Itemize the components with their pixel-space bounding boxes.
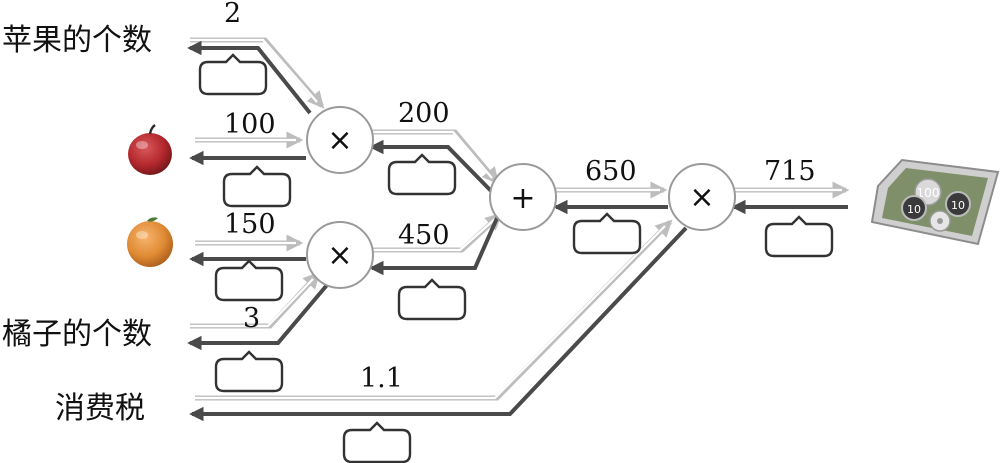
coin-label-1: 100 <box>917 186 940 200</box>
node-add-symbol: + <box>510 181 535 216</box>
value-result: 715 <box>764 156 816 187</box>
gradient-box-tax <box>342 421 412 463</box>
value-orange-total: 450 <box>398 220 450 251</box>
input-labels: 苹果的个数 橘子的个数 消费税 <box>2 23 152 426</box>
coin-label-3: 10 <box>951 199 965 212</box>
node-mul-orange-symbol: × <box>327 238 352 273</box>
node-mul-tax-symbol: × <box>689 180 714 215</box>
label-tax: 消费税 <box>55 391 145 426</box>
node-mul-apple-symbol: × <box>327 123 352 158</box>
gradient-boxes <box>198 53 834 463</box>
bwd-tax <box>189 226 688 422</box>
gradient-box-apple-count <box>198 53 268 96</box>
operator-nodes: × × + × <box>306 106 736 289</box>
node-mul-apple <box>306 106 374 174</box>
value-tax: 1.1 <box>360 363 403 394</box>
coin-label-2: 10 <box>907 203 921 216</box>
gradient-box-apple-price <box>222 165 292 208</box>
value-orange-price: 150 <box>224 209 276 240</box>
orange-icon <box>127 217 173 267</box>
gradient-box-orange-price <box>214 259 284 302</box>
apple-icon <box>128 124 172 175</box>
label-apple-count: 苹果的个数 <box>2 23 152 58</box>
gradient-box-orange-total <box>397 278 467 321</box>
node-mul-tax <box>668 163 736 231</box>
bwd-apple-total <box>369 139 498 198</box>
value-apple-count: 2 <box>224 0 241 29</box>
forward-edges <box>190 37 850 401</box>
value-apple-price: 100 <box>224 109 276 140</box>
money-tray-icon: 100 10 10 <box>870 158 1000 246</box>
gradient-box-result <box>764 215 834 258</box>
node-mul-orange <box>306 221 374 289</box>
bwd-apple-count <box>187 40 312 115</box>
edge-values: 2 100 150 3 1.1 200 450 650 715 <box>224 0 816 394</box>
backward-edges <box>187 40 848 422</box>
node-add <box>489 163 557 231</box>
value-apple-total: 200 <box>398 98 450 129</box>
bwd-orange-total <box>369 217 499 276</box>
gradient-box-orange-count <box>214 350 284 393</box>
value-orange-count: 3 <box>243 303 260 334</box>
value-sum: 650 <box>585 156 637 187</box>
gradient-box-sum <box>572 212 642 255</box>
gradient-box-apple-total <box>387 153 457 196</box>
label-orange-count: 橘子的个数 <box>2 317 152 352</box>
bwd-orange-count <box>187 283 329 351</box>
